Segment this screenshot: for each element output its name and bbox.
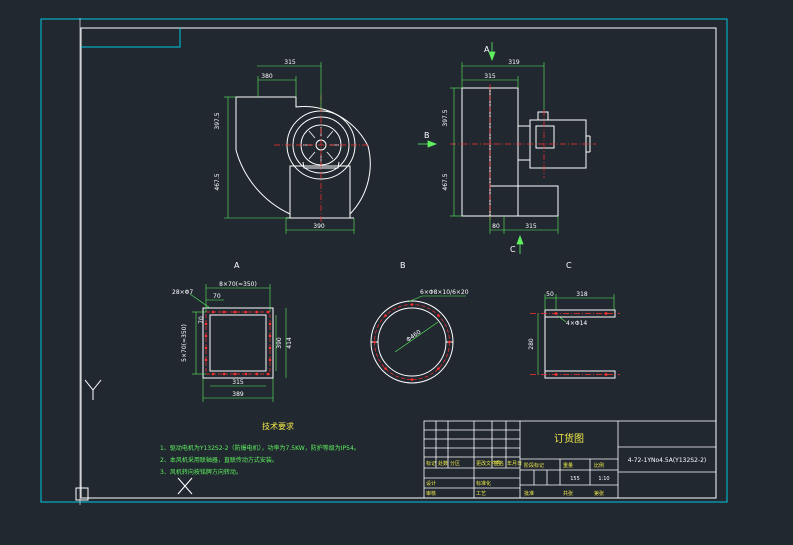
tb-cell-change-no: 更改文件号 (476, 460, 501, 467)
side-dim-lower-height: 467.5 (442, 173, 449, 190)
front-base (289, 165, 351, 219)
view-c-dim-holes: 4×Φ14 (566, 320, 587, 327)
view-b-outer-ring (370, 300, 454, 384)
front-dim-upper-height: 397.5 (214, 112, 221, 129)
tb-cell-count: 处数 (438, 460, 448, 467)
view-a-dim-width-outer: 389 (232, 391, 244, 398)
view-a-outer-flange (202, 307, 274, 379)
front-housing-outline (235, 96, 371, 219)
view-a-dim-height-outer: 414 (286, 337, 293, 349)
tb-cell-sign: 签名 (494, 460, 504, 467)
view-a-dim-edge: 70 (213, 293, 221, 300)
front-dim-lower-height: 467.5 (214, 173, 221, 190)
view-b-label: B (400, 261, 406, 270)
tech-requirements-title: 技术要求 (262, 421, 294, 431)
drawing-title: 订货图 (554, 432, 584, 445)
front-view: 315 380 397.5 467.5 390 (214, 59, 371, 234)
tb-cell-review: 审核 (426, 490, 436, 497)
ucs-icon (84, 379, 193, 495)
side-view: A B C 319 315 397.5 467.5 80 315 (418, 42, 596, 254)
view-a-dim-edge-v: 70 (198, 316, 205, 324)
view-b: B 6×Φ8×10/6×20 Φ460 (370, 261, 469, 384)
tb-cell-sheet-no: 第张 (594, 490, 604, 497)
tb-cell-process: 工艺 (476, 491, 486, 497)
tech-requirements: 技术要求 1、驱动电机为Y132S2-2（防爆电机），功率为7.5KW，防护等级… (160, 421, 360, 476)
front-dim-top-left: 380 (261, 73, 273, 80)
view-a-dim-holes: 28×Φ7 (172, 289, 193, 296)
view-a: A 8×70(=350) 28×Φ (172, 261, 293, 402)
tb-weight-value: 155 (570, 476, 580, 482)
tech-requirement-line-3: 3、风机转向按铭牌方向转动。 (160, 468, 242, 476)
tb-scale-value: 1:10 (598, 476, 609, 482)
side-base (489, 185, 559, 217)
view-a-label: A (234, 261, 240, 270)
side-dim-upper-height: 397.5 (442, 109, 449, 126)
corner-mark-top-left (81, 28, 181, 48)
side-dim-top: 319 (508, 59, 520, 66)
view-b-dim-diameter: Φ460 (405, 329, 422, 344)
tb-cell-design: 设计 (426, 480, 436, 487)
title-block: 订货图 4-72-1YNo4.5A(Y132S2-2) 标记 处数 分区 更改文… (423, 420, 717, 499)
tech-requirement-line-2: 2、本风机采用联轴器，直联传动方式安装。 (160, 456, 278, 464)
tb-cell-standard: 标准化 (476, 480, 491, 487)
side-dim-base-right: 315 (525, 223, 537, 230)
view-b-bolt-holes (373, 303, 451, 381)
tb-cell-weight-label: 重量 (563, 462, 573, 469)
tb-cell-approve: 批准 (524, 490, 534, 497)
view-a-dim-top: 8×70(=350) (219, 281, 257, 288)
view-a-dim-left: 5×70(=350) (181, 324, 188, 362)
inner-frame (80, 27, 717, 499)
view-arrow-c: C (510, 245, 516, 254)
tb-cell-stage: 阶段标记 (524, 462, 544, 469)
tb-cell-total-sheets: 共张 (563, 490, 573, 497)
front-dim-top: 315 (284, 59, 296, 66)
tb-cell-scale-label: 比例 (594, 462, 604, 469)
motor-terminal-box (535, 125, 555, 149)
drawing-frames (40, 18, 728, 505)
view-a-inner-opening (209, 314, 267, 372)
view-b-inner-ring (377, 307, 447, 377)
view-c-label: C (566, 261, 572, 270)
view-c-dim-height: 280 (528, 338, 535, 350)
view-a-dim-height-inner: 390 (276, 337, 283, 349)
front-dim-base: 390 (313, 223, 325, 230)
corner-mark-bottom-left (75, 487, 89, 501)
view-c: C 50 318 4×Φ14 280 (528, 261, 620, 379)
tech-requirement-line-1: 1、驱动电机为Y132S2-2（防爆电机），功率为7.5KW，防护等级为IP54… (160, 444, 360, 452)
tb-cell-date: 年月日 (507, 460, 522, 467)
model-number: 4-72-1YNo4.5A(Y132S2-2) (628, 457, 706, 464)
view-arrow-b: B (424, 131, 430, 140)
view-arrow-a: A (484, 45, 490, 54)
view-b-dim-holes: 6×Φ8×10/6×20 (420, 289, 469, 296)
view-c-dim-top-left: 50 (546, 291, 554, 298)
view-a-bolt-holes (204, 310, 272, 376)
view-c-dim-top-right: 318 (576, 291, 588, 298)
outer-frame (40, 18, 728, 503)
tb-cell-zone: 分区 (450, 460, 460, 467)
side-dim-top-inner: 315 (484, 73, 496, 80)
side-dim-base-left: 80 (492, 223, 500, 230)
view-a-dim-width-inner: 315 (232, 379, 244, 386)
tb-cell-mark: 标记 (426, 460, 436, 467)
